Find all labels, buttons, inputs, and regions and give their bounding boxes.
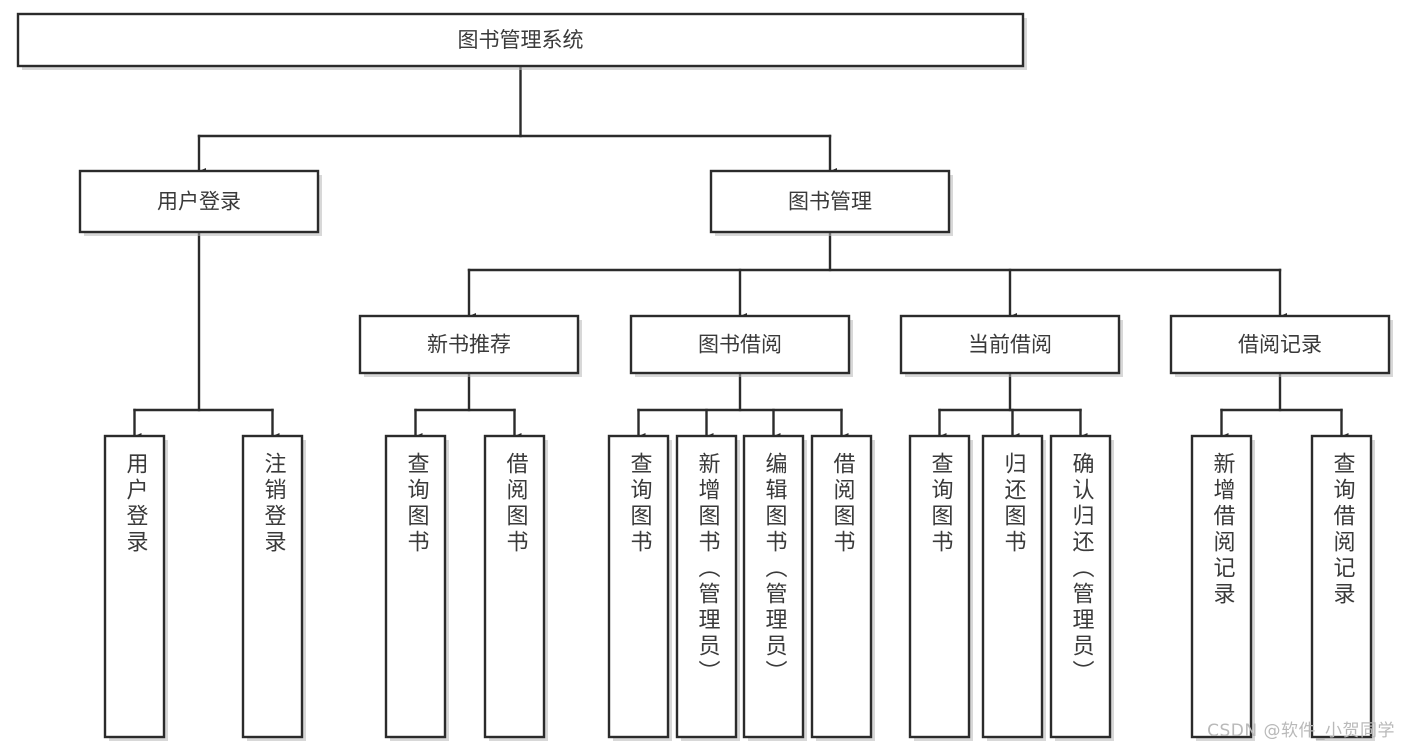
node-book-manage[interactable] <box>709 169 951 234</box>
node-leaf-rec-borrow[interactable] <box>483 434 546 739</box>
node-leaf-borrow-query[interactable] <box>607 434 670 739</box>
label-current-borrow: 当前借阅 <box>968 333 1052 357</box>
node-book-borrow[interactable] <box>629 314 851 375</box>
watermark-text: CSDN @软件_小贺同学 <box>1207 721 1395 741</box>
node-leaf-user-logout[interactable] <box>241 434 304 739</box>
label-book-borrow: 图书借阅 <box>698 333 782 357</box>
node-leaf-user-login[interactable] <box>103 434 166 739</box>
node-new-book-rec[interactable] <box>358 314 580 375</box>
node-leaf-rec-query2[interactable] <box>1310 434 1373 739</box>
edge-layer <box>127 64 1349 445</box>
node-root[interactable] <box>16 12 1025 68</box>
node-leaf-borrow-lend[interactable] <box>810 434 873 739</box>
node-leaf-borrow-add[interactable] <box>675 434 738 739</box>
label-root: 图书管理系统 <box>458 28 584 52</box>
node-borrow-record[interactable] <box>1169 314 1391 375</box>
node-leaf-rec-add[interactable] <box>1190 434 1253 739</box>
node-user-login[interactable] <box>78 169 320 234</box>
node-leaf-cur-query[interactable] <box>908 434 971 739</box>
label-book-manage: 图书管理 <box>788 190 872 214</box>
label-user-login: 用户登录 <box>157 190 241 214</box>
node-leaf-cur-confirm[interactable] <box>1049 434 1112 739</box>
node-leaf-cur-return[interactable] <box>981 434 1044 739</box>
node-leaf-rec-query[interactable] <box>384 434 447 739</box>
label-borrow-record: 借阅记录 <box>1238 333 1322 357</box>
node-layer <box>16 12 1393 741</box>
label-new-book-rec: 新书推荐 <box>427 333 511 357</box>
node-leaf-borrow-edit[interactable] <box>742 434 805 739</box>
node-current-borrow[interactable] <box>899 314 1121 375</box>
